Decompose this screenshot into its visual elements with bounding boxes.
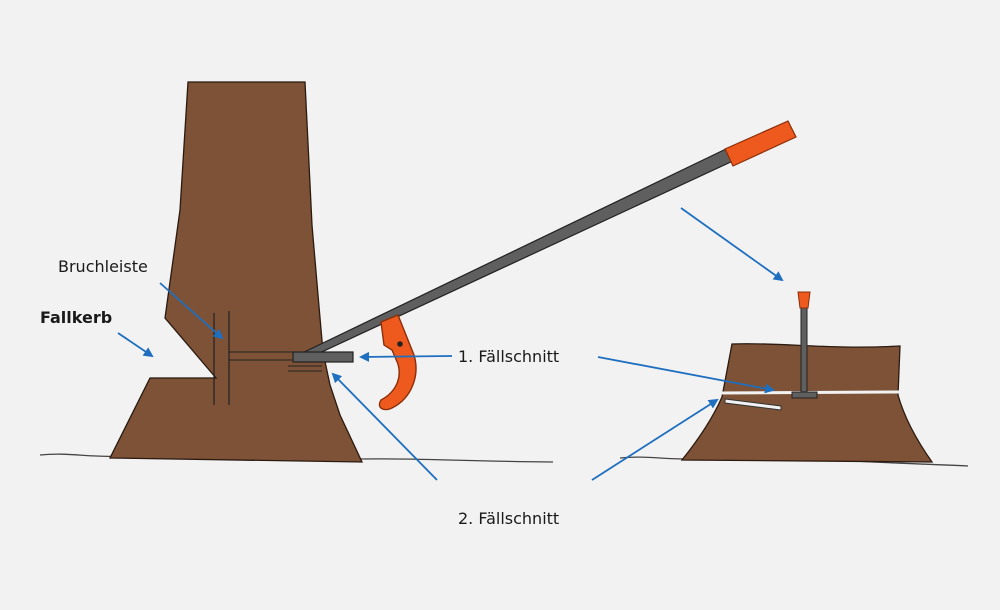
small-lever-blade — [791, 391, 818, 399]
small-lever-grip — [797, 291, 811, 309]
stump-second-cut — [724, 398, 782, 411]
label-bruchleiste: Bruchleiste — [58, 257, 148, 276]
hook-pivot — [397, 341, 403, 347]
arrow-cut-1-left — [359, 351, 453, 362]
turning-hook — [378, 314, 417, 411]
arrow-bruchleiste — [159, 282, 224, 340]
arrow-cut-2-left — [331, 372, 438, 481]
felling-lever-bar — [295, 147, 736, 357]
tree-stump-right — [680, 343, 934, 463]
felling-lever-grip — [724, 120, 797, 167]
label-fallkerb: Fallkerb — [40, 308, 112, 327]
felling-lever-blade — [292, 351, 354, 363]
tree-trunk-left — [108, 81, 364, 463]
arrow-zoom-detail — [680, 207, 784, 282]
arrow-cut-2-right — [591, 398, 719, 481]
label-cut-1: 1. Fällschnitt — [458, 347, 559, 366]
arrow-fallkerb — [117, 332, 154, 358]
label-cut-2: 2. Fällschnitt — [458, 509, 559, 528]
arrow-cut-1-right — [597, 356, 775, 394]
small-lever-shaft — [800, 307, 808, 395]
